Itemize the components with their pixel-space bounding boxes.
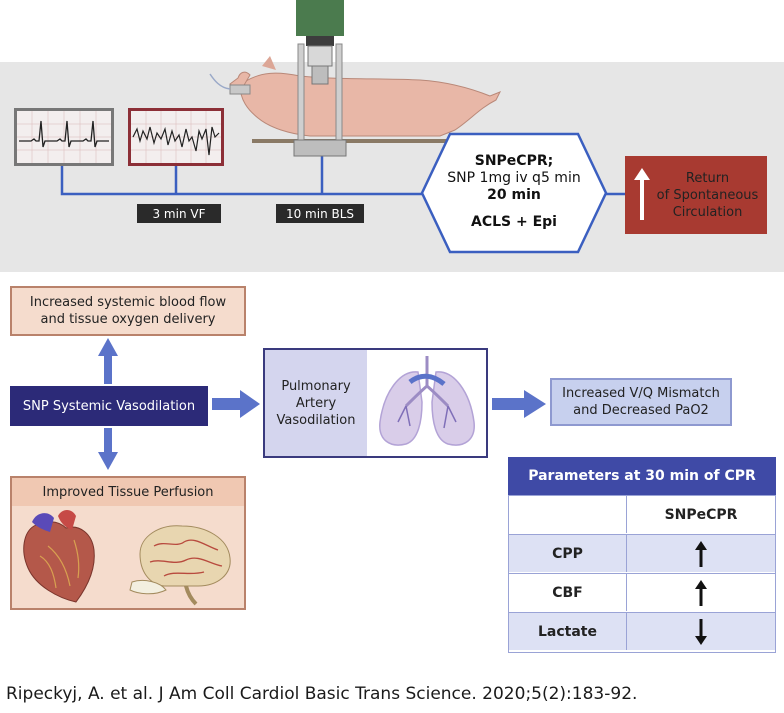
ecg-vf-trace <box>131 111 221 163</box>
citation: Ripeckyj, A. et al. J Am Coll Cardiol Ba… <box>6 684 638 704</box>
intervention-line-4: ACLS + Epi <box>471 214 557 230</box>
table-header-empty-cell <box>509 496 627 533</box>
vq-line-2: and Decreased PaO2 <box>573 403 709 418</box>
up-arrow-icon <box>695 540 707 567</box>
intervention-line-3: 20 min <box>487 187 541 203</box>
vq-line-1: Increased V/Q Mismatch <box>562 386 720 401</box>
up-arrow-icon <box>695 579 707 606</box>
ecg-sinus-rhythm-monitor <box>14 108 114 166</box>
table-row: Lactate <box>509 612 775 650</box>
rosc-line-3: Circulation <box>672 204 743 220</box>
pig-cpr-device-illustration <box>209 0 502 157</box>
systemic-line-2: and tissue oxygen delivery <box>40 312 216 327</box>
table-header-row: SNPeCPR <box>509 495 775 533</box>
lungs-illustration <box>379 356 475 446</box>
table-row-label: CPP <box>509 535 627 572</box>
ecg-ventricular-fibrillation-monitor <box>128 108 224 166</box>
intervention-line-2: SNP 1mg iv q5 min <box>447 170 581 186</box>
pulmonary-line-2: Artery <box>295 395 337 411</box>
pulmonary-line-3: Vasodilation <box>276 412 356 428</box>
mechanism-arrows <box>98 338 546 470</box>
systemic-line-1: Increased systemic blood flow <box>29 295 227 310</box>
pulmonary-line-1: Pulmonary <box>281 378 351 394</box>
rosc-text: Return of Spontaneous Circulation <box>650 164 765 226</box>
up-arrow-icon <box>634 168 650 220</box>
heart-brain-illustration <box>23 510 231 606</box>
ecg-normal-trace <box>17 111 111 163</box>
arrow-down-icon <box>98 428 118 470</box>
intervention-hexagon <box>420 132 608 254</box>
table-row: CPP <box>509 534 775 572</box>
table-row: CBF <box>509 573 775 611</box>
systemic-blood-flow-box: Increased systemic blood flow and tissue… <box>10 286 246 336</box>
table-row-value <box>627 535 775 572</box>
tissue-perfusion-title: Improved Tissue Perfusion <box>12 478 244 506</box>
arrow-right-icon-2 <box>492 390 546 418</box>
intervention-text: SNPeCPR; SNP 1mg iv q5 min 20 min ACLS +… <box>438 140 590 244</box>
rosc-line-2: of Spontaneous <box>656 187 759 203</box>
rosc-line-1: Return <box>685 170 730 186</box>
down-arrow-icon <box>695 618 707 645</box>
table-column-header: SNPeCPR <box>664 506 738 523</box>
snp-vasodilation-box: SNP Systemic Vasodilation <box>10 386 208 426</box>
intervention-line-1: SNPeCPR; <box>474 153 554 169</box>
table-row-value <box>627 613 775 650</box>
arrow-right-icon <box>212 390 260 418</box>
arrow-up-icon <box>98 338 118 384</box>
pulmonary-text: Pulmonary Artery Vasodilation <box>265 350 367 456</box>
rosc-outcome-box <box>625 156 767 234</box>
vq-mismatch-box: Increased V/Q Mismatch and Decreased PaO… <box>550 378 732 426</box>
step-bls-label: 10 min BLS <box>276 204 364 223</box>
step-vf-label: 3 min VF <box>137 204 221 223</box>
table-row-label: Lactate <box>509 613 627 650</box>
pulmonary-label-panel <box>265 350 367 456</box>
table-title: Parameters at 30 min of CPR <box>508 457 776 495</box>
table-row-label: CBF <box>509 574 627 611</box>
table-row-value <box>627 574 775 611</box>
